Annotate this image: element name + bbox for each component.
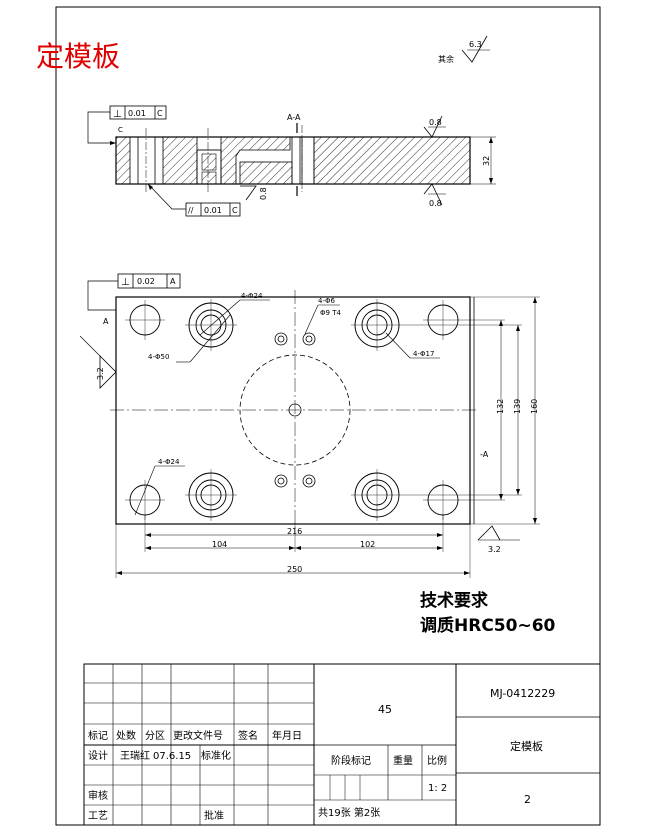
roughness-left-value: 3.2 xyxy=(96,367,105,380)
roughness-top-value: 0.8 xyxy=(429,118,442,127)
drawing-border xyxy=(55,6,601,826)
view-mark-right: -A xyxy=(480,450,489,459)
roughness-top: 0.8 xyxy=(423,115,446,138)
tech-line1: 调质HRC50~60 xyxy=(420,616,556,636)
center-hole xyxy=(288,403,302,417)
part-number: MJ-0412229 xyxy=(490,687,555,700)
perp-c-datum: C xyxy=(157,109,163,118)
part-name: 定模板 xyxy=(510,739,543,753)
parallel-c-datum: C xyxy=(232,206,238,215)
span-104-value: 104 xyxy=(212,540,227,549)
roughness-bottom-value: 0.8 xyxy=(429,199,442,208)
view-mark-left: A xyxy=(103,317,109,326)
scale-value: 1: 2 xyxy=(428,783,447,794)
design-date: 07.6.15 xyxy=(153,751,191,762)
callout-phi24-top: 4-Φ24 xyxy=(199,292,270,336)
callout-phi6: 4-Φ6 Φ9 T4 xyxy=(304,297,341,335)
hatch-block xyxy=(239,161,293,185)
perp-c-value: 0.01 xyxy=(128,109,146,118)
approve-label: 批准 xyxy=(204,809,224,822)
tech-heading: 技术要求 xyxy=(420,590,488,611)
dimension-216: 216 xyxy=(144,515,444,552)
section-view: A-A ⊥ 0.01 xyxy=(87,105,496,217)
hatch-middle xyxy=(162,136,198,185)
thickness-value: 32 xyxy=(482,156,491,166)
header-col-6: 年月日 xyxy=(272,729,302,742)
dimension-250: 250 xyxy=(115,524,471,578)
datum-c-label: C xyxy=(118,126,123,134)
roughness-right-view: 3.2 xyxy=(477,525,520,554)
tolerance-frame-perp-a: ⊥ 0.02 A xyxy=(87,273,181,311)
header-col-2: 处数 xyxy=(116,729,136,742)
h-132-value: 132 xyxy=(496,399,505,414)
designer-name: 王瑞红 xyxy=(120,749,150,762)
tolerance-frame-parallel-c: // 0.01 C xyxy=(147,183,241,217)
perp-a-symbol: ⊥ xyxy=(121,277,130,288)
parallel-c-symbol: // xyxy=(188,206,194,215)
surface-finish-label: 其余 xyxy=(438,54,454,64)
dimension-vertical: 132 139 160 xyxy=(403,296,540,525)
h-139-value: 139 xyxy=(513,399,522,414)
hatch-left xyxy=(115,136,131,185)
stage-label: 阶段标记 xyxy=(331,754,371,767)
review-label: 审核 xyxy=(88,789,108,802)
perp-c-symbol: ⊥ xyxy=(113,109,122,120)
phi17-label: 4-Φ17 xyxy=(413,350,434,358)
perp-a-value: 0.02 xyxy=(137,277,155,286)
design-label: 设计 xyxy=(88,749,108,762)
header-col-5: 签名 xyxy=(238,729,258,742)
span-102-value: 102 xyxy=(360,540,375,549)
width-total-value: 250 xyxy=(287,565,302,574)
material: 45 xyxy=(378,703,392,716)
phi24-bottom-label: 4-Φ24 xyxy=(158,458,180,466)
section-label: A-A xyxy=(287,113,301,122)
roughness-left-view: 3.2 xyxy=(79,335,117,389)
callout-phi24-bottom: 4-Φ24 xyxy=(134,458,185,516)
parallel-c-value: 0.01 xyxy=(204,206,222,215)
surface-finish-note: 其余 6.3 xyxy=(438,35,490,64)
sheet-no: 2 xyxy=(524,793,531,806)
roughness-symbol xyxy=(461,35,488,63)
phi6-depth-label: Φ9 T4 xyxy=(320,309,341,317)
center-cavity-circle xyxy=(239,354,351,466)
phi50-label: 4-Φ50 xyxy=(148,353,169,361)
phi6-label: 4-Φ6 xyxy=(318,297,335,305)
phi24-top-label: 4-Φ24 xyxy=(241,292,263,300)
roughness-bottom: 0.8 xyxy=(423,183,446,208)
small-holes xyxy=(274,332,316,488)
scale-label: 比例 xyxy=(427,754,447,767)
header-col-3: 分区 xyxy=(145,730,165,742)
title-block-text: MJ-0412229 定模板 45 2 标记 处数 分区 更改文件号 签名 年月… xyxy=(88,687,555,822)
h-160-value: 160 xyxy=(530,399,539,414)
callout-phi17: 4-Φ17 xyxy=(385,332,440,359)
weight-label: 重量 xyxy=(393,754,413,767)
plan-view: ⊥ 0.02 A A -A 4-Φ24 4-Φ50 4-Φ6 Φ9 T4 4-Φ… xyxy=(79,273,540,578)
roughness-right-value: 3.2 xyxy=(488,545,501,554)
span-216-value: 216 xyxy=(287,527,302,536)
dimension-thickness: 32 xyxy=(470,136,496,185)
roughness-side-value: 0.8 xyxy=(259,187,268,200)
hatch-right xyxy=(313,136,471,185)
process-label: 工艺 xyxy=(88,810,108,822)
perp-a-datum: A xyxy=(170,277,176,286)
tolerance-frame-perp-c: ⊥ 0.01 C xyxy=(87,105,167,145)
stamp-title: 定模板 xyxy=(36,40,120,73)
roughness-other-value: 6.3 xyxy=(469,40,482,49)
header-col-4: 更改文件号 xyxy=(173,729,223,742)
plan-outline xyxy=(115,296,471,525)
hatch-channel xyxy=(220,136,291,185)
std-label: 标准化 xyxy=(201,749,231,762)
callout-phi50: 4-Φ50 xyxy=(148,314,231,363)
roughness-side: 0.8 xyxy=(240,185,268,201)
sheet-info: 共19张 第2张 xyxy=(318,806,380,819)
dimension-104-102: 104 102 xyxy=(145,524,443,552)
title-block xyxy=(83,663,601,826)
header-col-1: 标记 xyxy=(88,730,108,742)
tech-requirements: 技术要求 调质HRC50~60 xyxy=(420,590,556,636)
